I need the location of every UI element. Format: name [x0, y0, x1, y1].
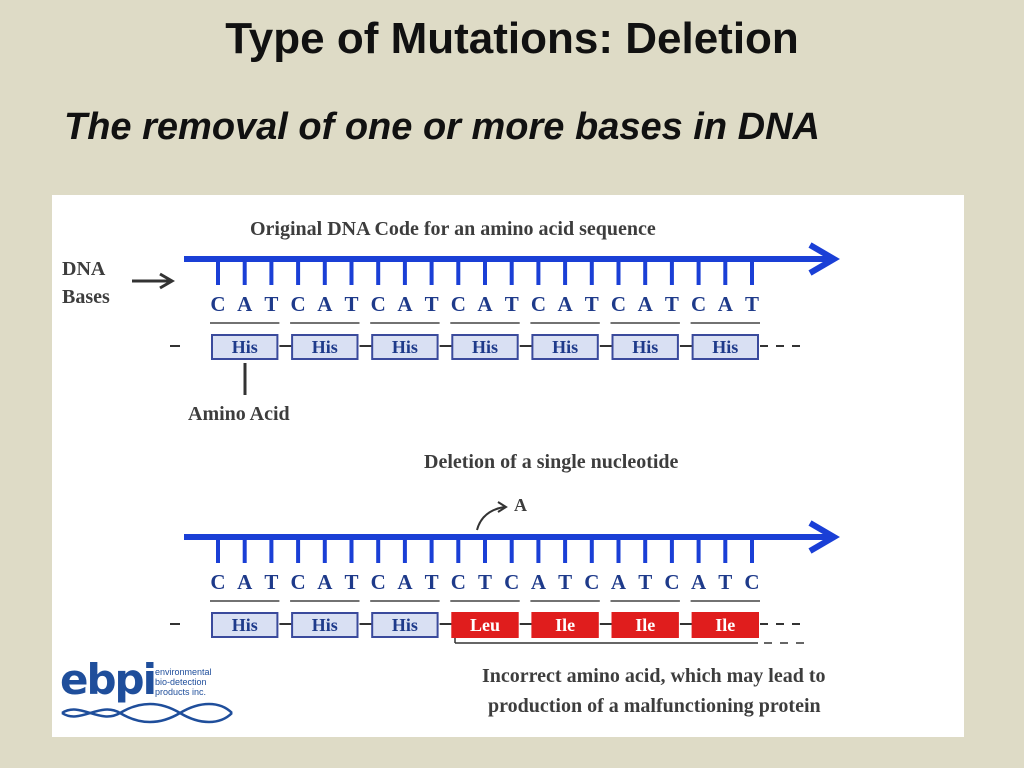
mutated-base-letter: C	[584, 570, 599, 594]
note-line1: Incorrect amino acid, which may lead to	[482, 665, 826, 687]
original-base-letter: T	[425, 292, 439, 316]
original-base-letter: C	[531, 292, 546, 316]
mutated-amino-acid: Ile	[715, 615, 735, 635]
original-base-letter: A	[477, 292, 493, 316]
mutated-base-letter: C	[451, 570, 466, 594]
original-base-letter: A	[397, 292, 413, 316]
mutated-amino-acid: Ile	[635, 615, 655, 635]
original-base-letter: T	[585, 292, 599, 316]
original-codon-box	[611, 334, 679, 360]
mutated-amino-acid: His	[232, 615, 258, 635]
mutated-base-letter: T	[638, 570, 652, 594]
logo-tagline: environmental bio-detection products inc…	[155, 667, 212, 697]
ebpi-logo: ebpi environmental bio-detection product…	[60, 657, 235, 732]
dna-label-line2: Bases	[62, 286, 110, 308]
mutated-base-letter: T	[425, 570, 439, 594]
original-amino-acid: His	[472, 337, 498, 357]
deletion-arrow-head	[497, 501, 508, 513]
original-base-letter: T	[505, 292, 519, 316]
dna-pointer-arrow	[132, 272, 175, 290]
original-base-letter: A	[317, 292, 333, 316]
original-base-letter: C	[691, 292, 706, 316]
mutated-base-letter: A	[237, 570, 253, 594]
mutated-base-letter: C	[371, 570, 386, 594]
logo-mark: ebpi	[60, 655, 157, 704]
original-codon-box	[531, 334, 599, 360]
original-amino-acid: His	[312, 337, 338, 357]
original-codon-box	[371, 334, 439, 360]
mutated-base-letter: C	[291, 570, 306, 594]
mutated-base-letter: C	[664, 570, 679, 594]
logo-wave	[61, 702, 233, 724]
original-codon-box	[211, 334, 279, 360]
original-base-letter: C	[291, 292, 306, 316]
mutated-backbone-arrowhead	[808, 520, 840, 554]
original-amino-acid: His	[712, 337, 738, 357]
original-codon-box	[451, 334, 519, 360]
mutated-base-letter: C	[744, 570, 759, 594]
mutated-base-letter: T	[718, 570, 732, 594]
mutated-base-letter: C	[210, 570, 225, 594]
original-heading: Original DNA Code for an amino acid sequ…	[250, 218, 656, 240]
original-base-letter: T	[264, 292, 278, 316]
mutated-base-letter: T	[478, 570, 492, 594]
mutated-codon-box	[611, 612, 679, 638]
note-line2: production of a malfunctioning protein	[488, 695, 821, 717]
deletion-arrow	[476, 506, 505, 531]
original-backbone-arrowhead	[808, 242, 840, 276]
original-base-letter: A	[237, 292, 253, 316]
dna-label-line1: DNA	[62, 258, 106, 280]
mutated-base-letter: C	[504, 570, 519, 594]
mutated-base-letter: T	[558, 570, 572, 594]
original-base-letter: C	[611, 292, 626, 316]
mutated-base-letter: T	[264, 570, 278, 594]
deletion-heading: Deletion of a single nucleotide	[424, 451, 679, 473]
dna-diagram: Original DNA Code for an amino acid sequ…	[62, 218, 840, 717]
mutated-amino-acid: Ile	[555, 615, 575, 635]
mutated-amino-acid: His	[392, 615, 418, 635]
original-amino-acid: His	[392, 337, 418, 357]
slide-title: Type of Mutations: Deletion	[225, 14, 799, 63]
mutated-base-letter: A	[691, 570, 707, 594]
original-base-letter: C	[451, 292, 466, 316]
mutated-base-letter: T	[344, 570, 358, 594]
amino-acid-label: Amino Acid	[188, 403, 290, 425]
original-base-letter: T	[344, 292, 358, 316]
original-base-letter: T	[745, 292, 759, 316]
mutated-codon-box	[451, 612, 519, 638]
original-base-letter: A	[718, 292, 734, 316]
original-amino-acid: His	[552, 337, 578, 357]
deleted-base: A	[514, 495, 527, 515]
original-amino-acid: His	[232, 337, 258, 357]
original-amino-acid: His	[632, 337, 658, 357]
mutated-codon-box	[211, 612, 279, 638]
diagram-panel: Original DNA Code for an amino acid sequ…	[52, 195, 964, 737]
mutated-codon-box	[371, 612, 439, 638]
original-base-letter: C	[210, 292, 225, 316]
original-codon-box	[691, 334, 759, 360]
mutated-base-letter: A	[611, 570, 627, 594]
original-base-letter: T	[665, 292, 679, 316]
original-base-letter: A	[638, 292, 654, 316]
original-codon-box	[291, 334, 359, 360]
mutated-base-letter: A	[397, 570, 413, 594]
mutated-codon-box	[291, 612, 359, 638]
mutated-amino-acid: His	[312, 615, 338, 635]
mutated-base-letter: A	[317, 570, 333, 594]
mutated-codon-box	[691, 612, 759, 638]
slide-subtitle: The removal of one or more bases in DNA	[64, 106, 820, 148]
mutated-codon-box	[531, 612, 599, 638]
mutated-amino-acid: Leu	[470, 615, 500, 635]
original-base-letter: C	[371, 292, 386, 316]
mutated-base-letter: A	[531, 570, 547, 594]
original-base-letter: A	[558, 292, 574, 316]
